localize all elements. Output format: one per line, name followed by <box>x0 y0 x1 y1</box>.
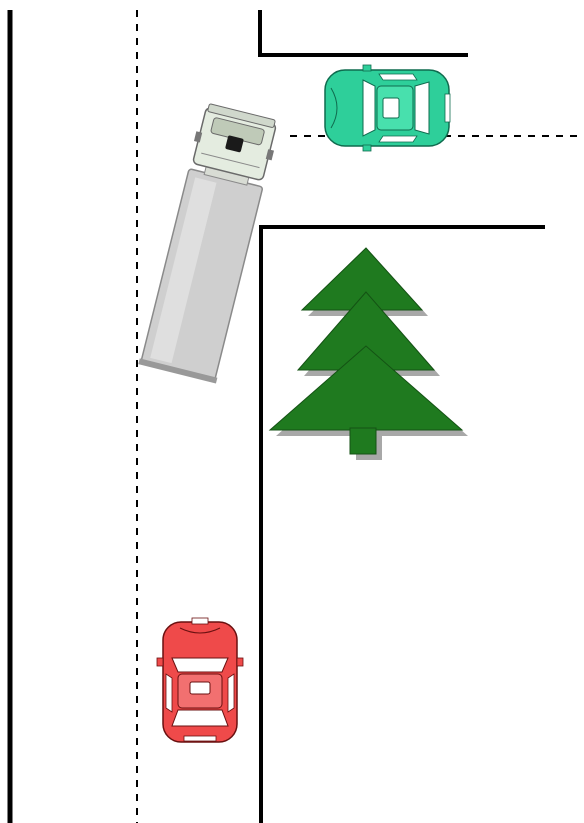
pine-tree-icon <box>268 247 468 460</box>
road-markings <box>7 10 584 823</box>
green-car-icon <box>324 64 451 152</box>
lower-corner-edge <box>259 225 545 823</box>
truck-cab <box>192 103 277 181</box>
upper-corner-edge <box>258 10 468 57</box>
truck-icon <box>138 103 277 384</box>
red-car-icon <box>156 617 244 743</box>
